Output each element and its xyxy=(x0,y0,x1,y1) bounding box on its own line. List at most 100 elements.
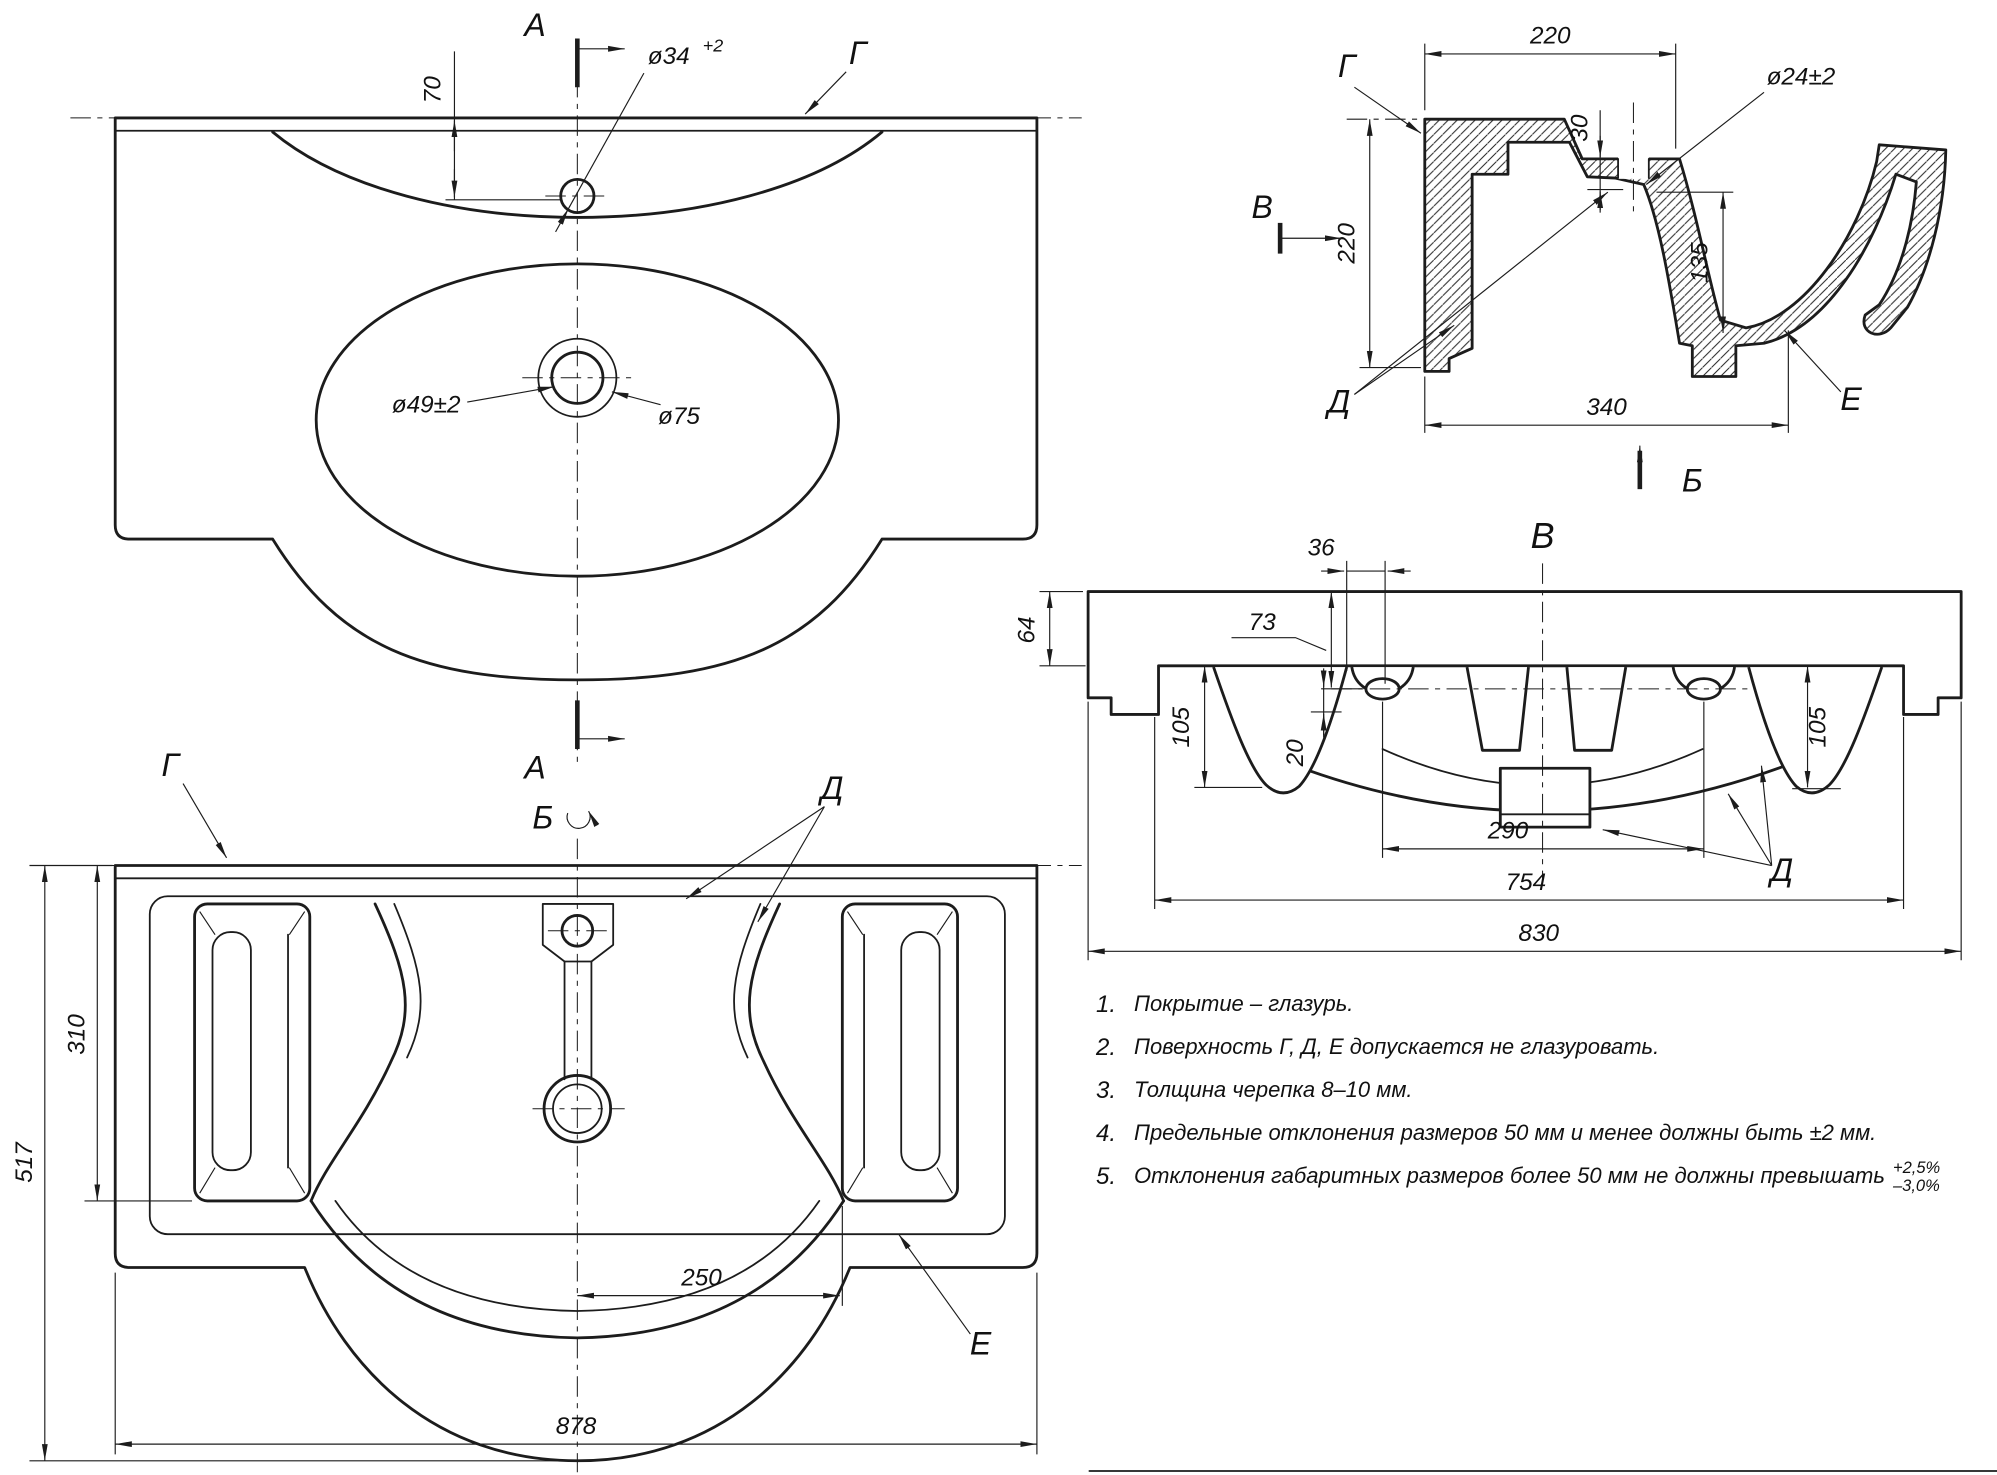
technical-notes: 1. Покрытие – глазурь. 2. Поверхность Г,… xyxy=(1096,990,1940,1212)
dim-220top-label: 220 xyxy=(1529,23,1571,50)
bowl-left-wing-inner xyxy=(393,903,422,1059)
left-rib-chamfers xyxy=(199,911,306,1194)
surface-d-label: Д xyxy=(1325,383,1351,419)
dim-340-label: 340 xyxy=(1586,394,1627,421)
tolerance-minus: –3,0% xyxy=(1892,1177,1940,1196)
view-b-letter: Б xyxy=(1682,463,1703,499)
dim-754-extensions xyxy=(1154,717,1905,910)
dim-64-extensions xyxy=(1039,590,1086,667)
surface-g-leader xyxy=(1354,86,1422,134)
left-rib-slot xyxy=(211,931,252,1172)
surface-d-leader-2 xyxy=(1354,191,1609,395)
faucet-dim-tolerance: +2 xyxy=(703,35,723,55)
surface-d-leader-1 xyxy=(685,806,825,900)
surface-d-leader-2 xyxy=(757,806,825,923)
surface-d-leader-3 xyxy=(1760,765,1773,866)
rotation-icon xyxy=(566,810,600,829)
note-text: Толщина черепка 8–10 мм. xyxy=(1134,1077,1413,1102)
dim-36-label: 36 xyxy=(1308,535,1336,562)
note-row-3: 3. Толщина черепка 8–10 мм. xyxy=(1096,1076,1936,1106)
dim-70-lines xyxy=(445,51,561,201)
bowl-left-wing xyxy=(309,902,407,1203)
note-text: Предельные отклонения размеров 50 мм и м… xyxy=(1134,1120,1877,1145)
right-rib-chamfers xyxy=(846,911,953,1194)
drain-dim-leader xyxy=(467,386,555,403)
surface-d-label: Д xyxy=(1768,852,1794,888)
note-row-5: 5. Отклонения габаритных размеров более … xyxy=(1096,1159,1940,1199)
surface-g-leader xyxy=(804,71,847,115)
surface-d-leader-1 xyxy=(1354,324,1455,395)
dim-105l-label: 105 xyxy=(1168,707,1195,748)
dim-73-leader xyxy=(1231,637,1363,690)
note-number: 5. xyxy=(1096,1163,1117,1190)
basin-bottom-outline xyxy=(113,864,1039,1463)
note-row-4: 4. Предельные отклонения размеров 50 мм … xyxy=(1096,1119,1936,1149)
overflow-dim-leader xyxy=(611,391,661,406)
surface-e-label: Е xyxy=(1840,381,1862,417)
note-row-2: 2. Поверхность Г, Д, Е допускается не гл… xyxy=(1096,1033,1936,1063)
tolerance-plus: +2,5% xyxy=(1892,1159,1941,1177)
section-view: 220 ø24±2 30 135 220 340 Б В Г xyxy=(1252,23,1948,499)
dim-830-label: 830 xyxy=(1518,920,1559,947)
faucet-dim-label: ø34 xyxy=(648,43,690,70)
surface-g-label: Г xyxy=(162,747,182,783)
faucet-dim-leader xyxy=(567,72,645,210)
section-a-letter-top: А xyxy=(522,7,545,43)
dim-220left-label: 220 xyxy=(1333,223,1360,265)
view-b-rotated-label: Б xyxy=(532,799,553,835)
dim-290-label: 290 xyxy=(1487,818,1529,845)
shelf-outline xyxy=(1086,590,1963,716)
right-rib-pad xyxy=(840,902,959,1203)
drain-box xyxy=(1498,766,1592,829)
basin-outline xyxy=(113,116,1039,682)
dim-830-extensions xyxy=(1087,701,1962,961)
backsplash-curve xyxy=(271,130,884,219)
view-v: В 64 36 73 20 xyxy=(1013,516,1963,961)
surface-d-label: Д xyxy=(818,770,844,806)
dim-250-label: 250 xyxy=(680,1264,722,1291)
top-view: 70 ø34 +2 ø49±2 ø75 А А Г xyxy=(70,7,1082,785)
dim-30-label: 30 xyxy=(1566,114,1593,142)
surface-e-leader xyxy=(898,1233,971,1335)
hole-dim-label: ø24±2 xyxy=(1767,64,1836,91)
dim-135-label: 135 xyxy=(1687,242,1714,283)
dim-517-label: 517 xyxy=(11,1141,38,1183)
inner-recess-outline xyxy=(148,895,1006,1236)
dim-105r-label: 105 xyxy=(1804,707,1831,748)
dim-290-extensions xyxy=(1381,701,1705,858)
note-text: Отклонения габаритных размеров более 50 … xyxy=(1134,1163,1885,1188)
dim-20-label: 20 xyxy=(1282,739,1309,768)
right-rib xyxy=(1747,666,1884,795)
surface-d-leader-1 xyxy=(1602,829,1772,867)
center-rib-right xyxy=(1565,666,1628,752)
dim-36-lines xyxy=(1346,560,1386,684)
overflow-dim-label: ø75 xyxy=(658,403,700,430)
dim-878-extensions xyxy=(114,1272,1038,1455)
left-rib xyxy=(1212,666,1349,795)
faucet-dim-arrow xyxy=(555,208,569,233)
faucet-boss-outline xyxy=(541,903,615,963)
left-rib-pad xyxy=(193,902,312,1203)
bowl-right-wing xyxy=(748,902,846,1203)
dim-517-extensions xyxy=(29,864,578,1462)
surface-e-label: Е xyxy=(970,1326,992,1362)
section-a-letter-bottom: А xyxy=(522,749,545,785)
dim-73-label: 73 xyxy=(1249,609,1277,636)
ceramic-section xyxy=(1423,117,1948,378)
dim-70-label: 70 xyxy=(419,76,446,104)
center-rib-left xyxy=(1465,666,1530,752)
note-number: 1. xyxy=(1096,991,1117,1018)
surface-g-label: Г xyxy=(849,35,869,71)
view-v-letter: В xyxy=(1252,189,1273,225)
dim-310-label: 310 xyxy=(63,1014,90,1055)
tolerance-stack: +2,5% –3,0% xyxy=(1893,1159,1940,1196)
dim-64-label: 64 xyxy=(1013,616,1040,643)
surface-g-label: Г xyxy=(1338,48,1358,84)
note-number: 3. xyxy=(1096,1077,1117,1104)
bowl-right-wing-inner xyxy=(733,903,762,1059)
surface-e-leader xyxy=(1784,330,1842,393)
bowl-dome-inner-edge xyxy=(334,1200,821,1312)
note-row-1: 1. Покрытие – глазурь. xyxy=(1096,990,1936,1020)
surface-g-leader xyxy=(182,783,228,859)
